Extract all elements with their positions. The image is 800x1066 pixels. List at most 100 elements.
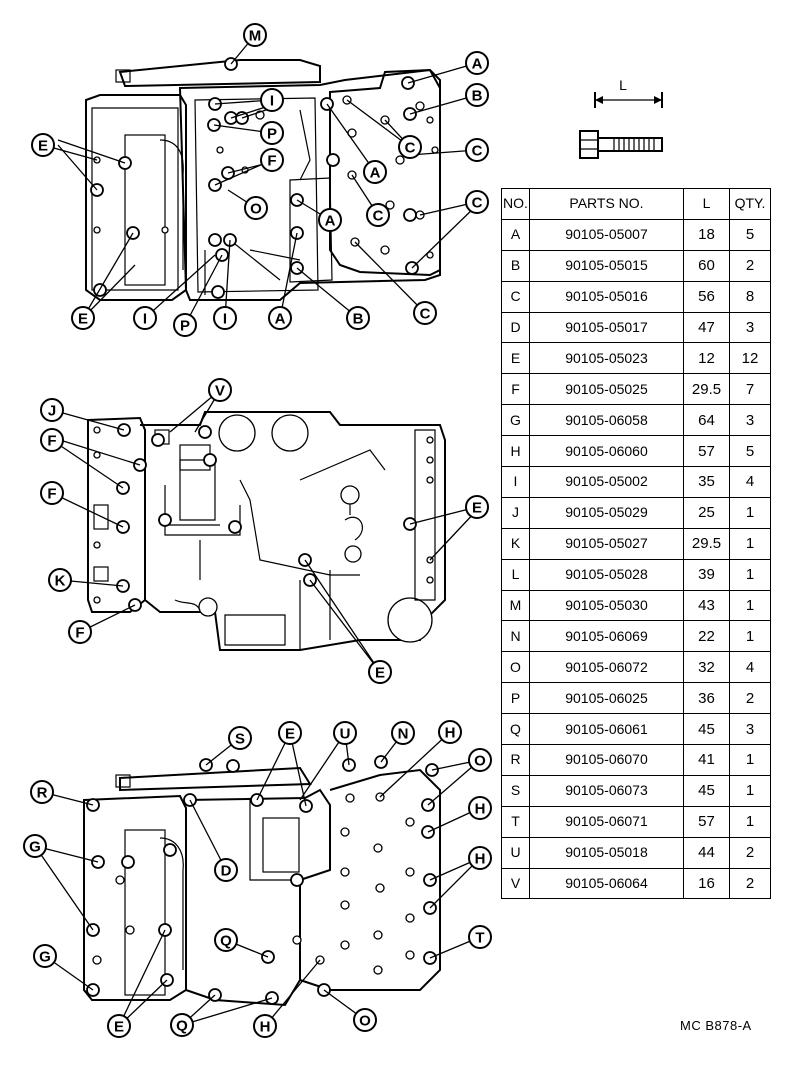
callout-circle [228, 726, 252, 750]
callout-letter: E [472, 500, 482, 517]
cell-length: 29.5 [683, 527, 730, 560]
callout-letter: E [78, 311, 88, 328]
cell-parts-no: 90105-05016 [529, 280, 684, 313]
cell-parts-no: 90105-06069 [529, 620, 684, 653]
cell-length: 60 [683, 249, 730, 282]
cell-parts-no: 90105-05017 [529, 311, 684, 344]
callout-letter: P [180, 318, 190, 335]
cell-no: D [501, 311, 530, 344]
cell-length: 43 [683, 589, 730, 622]
callout-circle [260, 121, 284, 145]
callout-letter: A [275, 311, 286, 328]
callout-letter: E [375, 665, 385, 682]
callout-letter: T [475, 930, 484, 947]
cell-no: P [501, 682, 530, 715]
cell-qty: 7 [729, 373, 771, 406]
callout-circle [23, 834, 47, 858]
callout-letter: G [39, 949, 51, 966]
callout-circle [268, 306, 292, 330]
callout-letter: F [47, 433, 56, 450]
cell-qty: 3 [729, 404, 771, 437]
cell-no: J [501, 496, 530, 529]
callout-letter: A [370, 165, 381, 182]
cell-no: V [501, 867, 530, 900]
callout-circle [353, 1008, 377, 1032]
callout-circle [214, 858, 238, 882]
callout-circle [333, 721, 357, 745]
cell-no: E [501, 342, 530, 375]
cell-no: H [501, 435, 530, 468]
callout-letter: E [114, 1019, 124, 1036]
cell-length: 35 [683, 466, 730, 498]
callout-circle [214, 928, 238, 952]
callout-letter: C [472, 195, 483, 212]
cell-no: B [501, 249, 530, 282]
callout-letter: F [75, 625, 84, 642]
cell-length: 16 [683, 867, 730, 900]
callout-circle [368, 660, 392, 684]
cell-qty: 3 [729, 713, 771, 746]
cell-qty: 2 [729, 682, 771, 715]
cell-parts-no: 90105-06061 [529, 713, 684, 746]
cell-length: 25 [683, 496, 730, 529]
cell-qty: 1 [729, 774, 771, 807]
header-no: NO. [501, 188, 530, 220]
callout-circle [31, 133, 55, 157]
cell-no: I [501, 466, 530, 498]
cell-qty: 5 [729, 435, 771, 468]
cell-parts-no: 90105-06025 [529, 682, 684, 715]
cell-qty: 2 [729, 249, 771, 282]
callout-circle [465, 138, 489, 162]
cell-no: R [501, 744, 530, 776]
callout-letter: Q [176, 1018, 188, 1035]
callout-letter: E [38, 138, 48, 155]
callout-circle [465, 51, 489, 75]
reference-code: MC B878-A [680, 1018, 752, 1033]
callout-circle [71, 306, 95, 330]
lower-valve-body-view [83, 755, 441, 1007]
callout-letter: K [55, 573, 66, 590]
cell-length: 45 [683, 774, 730, 807]
callout-circle [170, 1013, 194, 1037]
cell-qty: 1 [729, 620, 771, 653]
header-length: L [683, 188, 730, 220]
cell-parts-no: 90105-05002 [529, 466, 684, 498]
cell-qty: 1 [729, 496, 771, 529]
cell-parts-no: 90105-05028 [529, 558, 684, 591]
cell-qty: 4 [729, 466, 771, 498]
cell-no: T [501, 805, 530, 838]
callout-circle [363, 160, 387, 184]
cell-length: 64 [683, 404, 730, 437]
cell-parts-no: 90105-06072 [529, 651, 684, 684]
callout-circle [465, 190, 489, 214]
callout-circle [468, 748, 492, 772]
callout-letter: B [472, 88, 483, 105]
callout-letter: A [472, 56, 483, 73]
bolt-dimension-label: L [619, 77, 627, 93]
callout-letter: I [143, 311, 147, 328]
cell-qty: 1 [729, 589, 771, 622]
cell-qty: 2 [729, 836, 771, 869]
cell-parts-no: 90105-05007 [529, 218, 684, 251]
callout-letter: V [215, 383, 225, 400]
callout-letter: M [249, 28, 262, 45]
callout-circle [468, 846, 492, 870]
table-header-row: NO. PARTS NO. L QTY. [501, 188, 771, 220]
callout-letter: C [472, 143, 483, 160]
callout-leader-lines [34, 34, 481, 1027]
